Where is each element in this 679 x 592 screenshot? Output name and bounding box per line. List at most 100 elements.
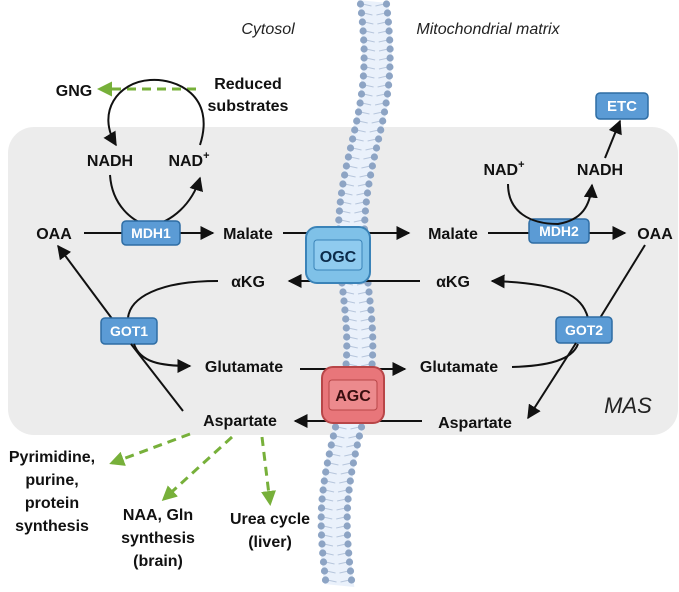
lipid-head [385, 72, 393, 80]
lipid-head [343, 342, 351, 350]
urea-dashed-arrow [260, 436, 277, 506]
etc-box [595, 92, 649, 120]
lipid-head [365, 180, 373, 188]
nadh-regeneration-arrow [103, 78, 205, 147]
lipid-head [383, 90, 392, 98]
lipid-head [361, 216, 369, 224]
lipid-head [345, 558, 354, 566]
lipid-head [317, 531, 326, 539]
mdh2-box [528, 218, 590, 244]
lipid-head [343, 531, 352, 539]
lipid-head [341, 171, 349, 179]
svg-text:Pyrimidine,: Pyrimidine, [9, 449, 95, 466]
mdh2-cofactor-arrow [507, 183, 598, 226]
lipid-head [369, 351, 377, 359]
lipid-head [346, 144, 355, 152]
lipid-head [368, 324, 376, 332]
lipid-head [336, 198, 344, 206]
pyrimidine-output-text: Pyrimidine, purine, protein synthesis [9, 449, 95, 535]
reduced-substrates-line1: Reduced [214, 76, 282, 93]
urea-output-text: Urea cycle (liver) [230, 511, 310, 551]
naa-dashed-arrow [161, 435, 234, 502]
lipid-head [320, 477, 328, 485]
ogc-label: OGC [320, 249, 357, 266]
svg-text:synthesis: synthesis [15, 518, 89, 535]
lipid-head [335, 207, 343, 215]
lipid-head [317, 513, 325, 521]
lipid-head [385, 81, 393, 89]
lipid-head [382, 0, 391, 8]
lipid-head [341, 306, 349, 314]
naa-output-text: NAA, Gln synthesis (brain) [121, 507, 195, 570]
svg-text:purine,: purine, [25, 472, 78, 489]
got2-to-akg-arrow [490, 274, 589, 319]
cyto-akg-label: αKG [231, 274, 265, 291]
pyrimidine-dashed-arrow [109, 432, 191, 466]
mdh1-label: MDH1 [131, 225, 171, 241]
lipid-head [349, 459, 357, 467]
lipid-head [356, 99, 364, 107]
svg-text:protein: protein [25, 495, 79, 512]
lipid-head [319, 486, 327, 494]
lipid-head [368, 360, 376, 368]
lipid-head [345, 549, 353, 557]
lipid-head [331, 423, 340, 431]
agc-transporter: AGC [321, 366, 385, 424]
lipid-head [344, 540, 352, 548]
lipid-head [348, 468, 356, 476]
lipid-head [349, 135, 357, 143]
lipid-head [345, 486, 353, 494]
lipid-head [379, 117, 387, 125]
lipid-head [367, 306, 375, 314]
cyto-glutamate-label: Glutamate [205, 359, 283, 376]
svg-text:NAA, Gln: NAA, Gln [123, 507, 193, 524]
got1-label: GOT1 [110, 323, 148, 339]
lipid-head [318, 495, 326, 503]
cyto-oaa-label: OAA [36, 226, 72, 243]
lipid-head [343, 522, 351, 530]
lipid-head [343, 351, 351, 359]
lipid-head [343, 504, 352, 512]
mdh1-box [121, 220, 181, 246]
lipid-head [319, 549, 327, 557]
lipid-head [380, 108, 389, 116]
lipid-head [372, 144, 381, 152]
lipid-head [386, 63, 394, 71]
got1-to-glutamate-arrow [133, 343, 192, 373]
gng-label: GNG [56, 83, 92, 100]
cytosol-label: Cytosol [241, 21, 295, 38]
lipid-head [343, 333, 351, 341]
lipid-head [377, 126, 385, 134]
svg-text:(brain): (brain) [133, 553, 183, 570]
nadh-to-etc-arrow [604, 119, 622, 159]
lipid-head [342, 360, 350, 368]
cyto-nad-label: NAD+ [168, 150, 209, 170]
lipid-head [346, 477, 354, 485]
lipid-head [353, 441, 361, 449]
lipid-head [368, 315, 376, 323]
lipid-head [355, 432, 363, 440]
lipid-head [343, 513, 351, 521]
got2-label: GOT2 [565, 322, 603, 338]
lipid-head [361, 207, 369, 215]
lipid-head [362, 198, 370, 206]
lipid-head [385, 27, 393, 35]
matrix-glutamate-label: Glutamate [420, 359, 498, 376]
mdh2-label: MDH2 [539, 223, 579, 239]
lipid-head [386, 36, 394, 44]
lipid-head [360, 63, 368, 71]
lipid-head [323, 459, 331, 467]
matrix-oaa-label: OAA [637, 226, 673, 243]
matrix-label: Mitochondrial matrix [416, 21, 560, 38]
lipid-head [340, 297, 348, 305]
ogc-transporter: OGC [305, 226, 371, 284]
lipid-head [369, 333, 377, 341]
matrix-nad-label: NAD+ [483, 159, 524, 179]
svg-text:Urea cycle: Urea cycle [230, 511, 310, 528]
got1-box [100, 317, 158, 345]
matrix-akg-label: αKG [436, 274, 470, 291]
lipid-head [367, 171, 375, 179]
lipid-head [351, 126, 359, 134]
lipid-head [375, 135, 383, 143]
